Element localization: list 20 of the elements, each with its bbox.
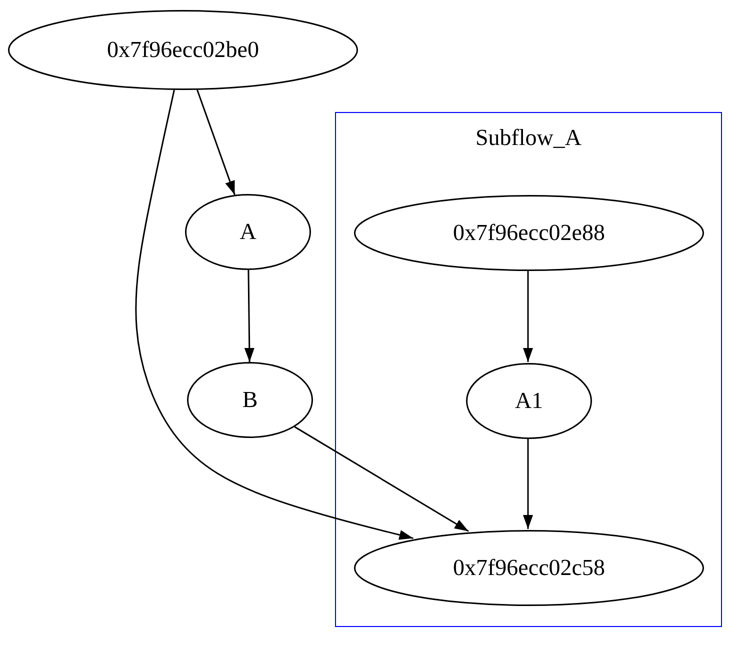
- arrow: [523, 270, 533, 362]
- node-label: 0x7f96ecc02e88: [453, 220, 605, 246]
- node-label: B: [242, 387, 258, 413]
- node-label: 0x7f96ecc02be0: [107, 37, 259, 63]
- cluster-title: Subflow_A: [474, 125, 583, 151]
- arrow: [196, 90, 236, 196]
- ellipse-node: [187, 362, 313, 438]
- arrow: [244, 270, 254, 362]
- cluster-box: [335, 112, 722, 627]
- node-label: 0x7f96ecc02c58: [453, 555, 605, 581]
- ellipse-node: [354, 195, 704, 271]
- ellipse-node: [354, 530, 704, 606]
- node-label: A1: [514, 388, 544, 414]
- node-label: A: [240, 219, 256, 245]
- ellipse-node: [185, 194, 311, 270]
- arrow: [294, 426, 469, 532]
- ellipse-node: [466, 363, 592, 439]
- arrow: [523, 438, 533, 529]
- arrow: [135, 90, 414, 540]
- ellipse-node: [8, 10, 358, 90]
